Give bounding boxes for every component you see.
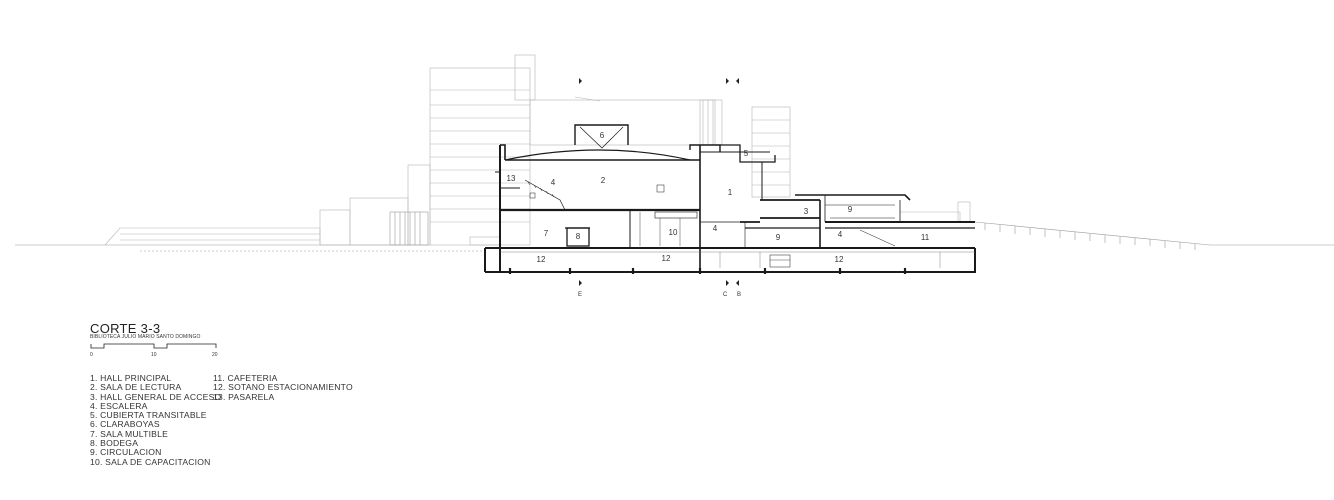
drawing-subtitle: BIBLIOTECA JULIO MARIO SANTO DOMINGO [90,334,201,340]
room-number: 6 [600,131,605,140]
legend-item: 5. CUBIERTA TRANSITABLE [90,410,207,421]
legend-item: 1. HALL PRINCIPAL [90,373,172,383]
legend-item: 13. PASARELA [213,391,275,402]
room-number: 12 [662,254,671,263]
legend-item: 7. SALA MULTIBLE [90,428,169,439]
room-number: 12 [537,255,546,264]
section-markers [579,78,739,286]
room-number: 7 [544,229,549,238]
section-mark-c: C [723,292,728,298]
room-number: 1 [728,188,733,197]
legend-column-1: 1. HALL PRINCIPAL 2. SALA DE LECTURA 3. … [90,373,222,467]
room-number: 8 [576,232,581,241]
legend-item: 10. SALA DE CAPACITACION [90,456,211,467]
building-section [484,124,976,274]
legend-item: 8. BODEGA [90,438,139,449]
room-number: 12 [835,255,844,264]
legend-column-2: 11. CAFETERIA 12. SOTANO ESTACIONAMIENTO… [213,373,353,402]
room-number: 13 [507,174,516,183]
scale-label-10: 10 [151,352,157,358]
scale-label-0: 0 [90,352,93,358]
section-mark-e: E [578,292,582,298]
room-number: 10 [669,228,678,237]
legend-item: 6. CLARABOYAS [90,419,160,430]
legend-item: 11. CAFETERIA [213,373,278,383]
room-number: 3 [804,207,809,216]
room-number: 11 [921,233,930,242]
room-number: 4 [551,178,556,187]
room-number: 9 [776,233,781,242]
legend-item: 4. ESCALERA [90,400,148,411]
scale-label-20: 20 [212,352,218,358]
background-elevation [104,54,1196,250]
legend-item: 9. CIRCULACION [90,447,162,458]
drawing-title: CORTE 3-3 [90,321,161,336]
room-number: 9 [848,205,853,214]
legend-item: 3. HALL GENERAL DE ACCESO [90,391,222,402]
room-number: 4 [838,230,843,239]
legend-item: 2. SALA DE LECTURA [90,382,182,393]
room-number: 4 [713,224,718,233]
section-mark-b: B [737,292,741,298]
room-number: 5 [744,149,749,158]
legend-item: 12. SOTANO ESTACIONAMIENTO [213,382,353,393]
scale-bar [90,343,217,349]
room-number: 2 [601,176,606,185]
